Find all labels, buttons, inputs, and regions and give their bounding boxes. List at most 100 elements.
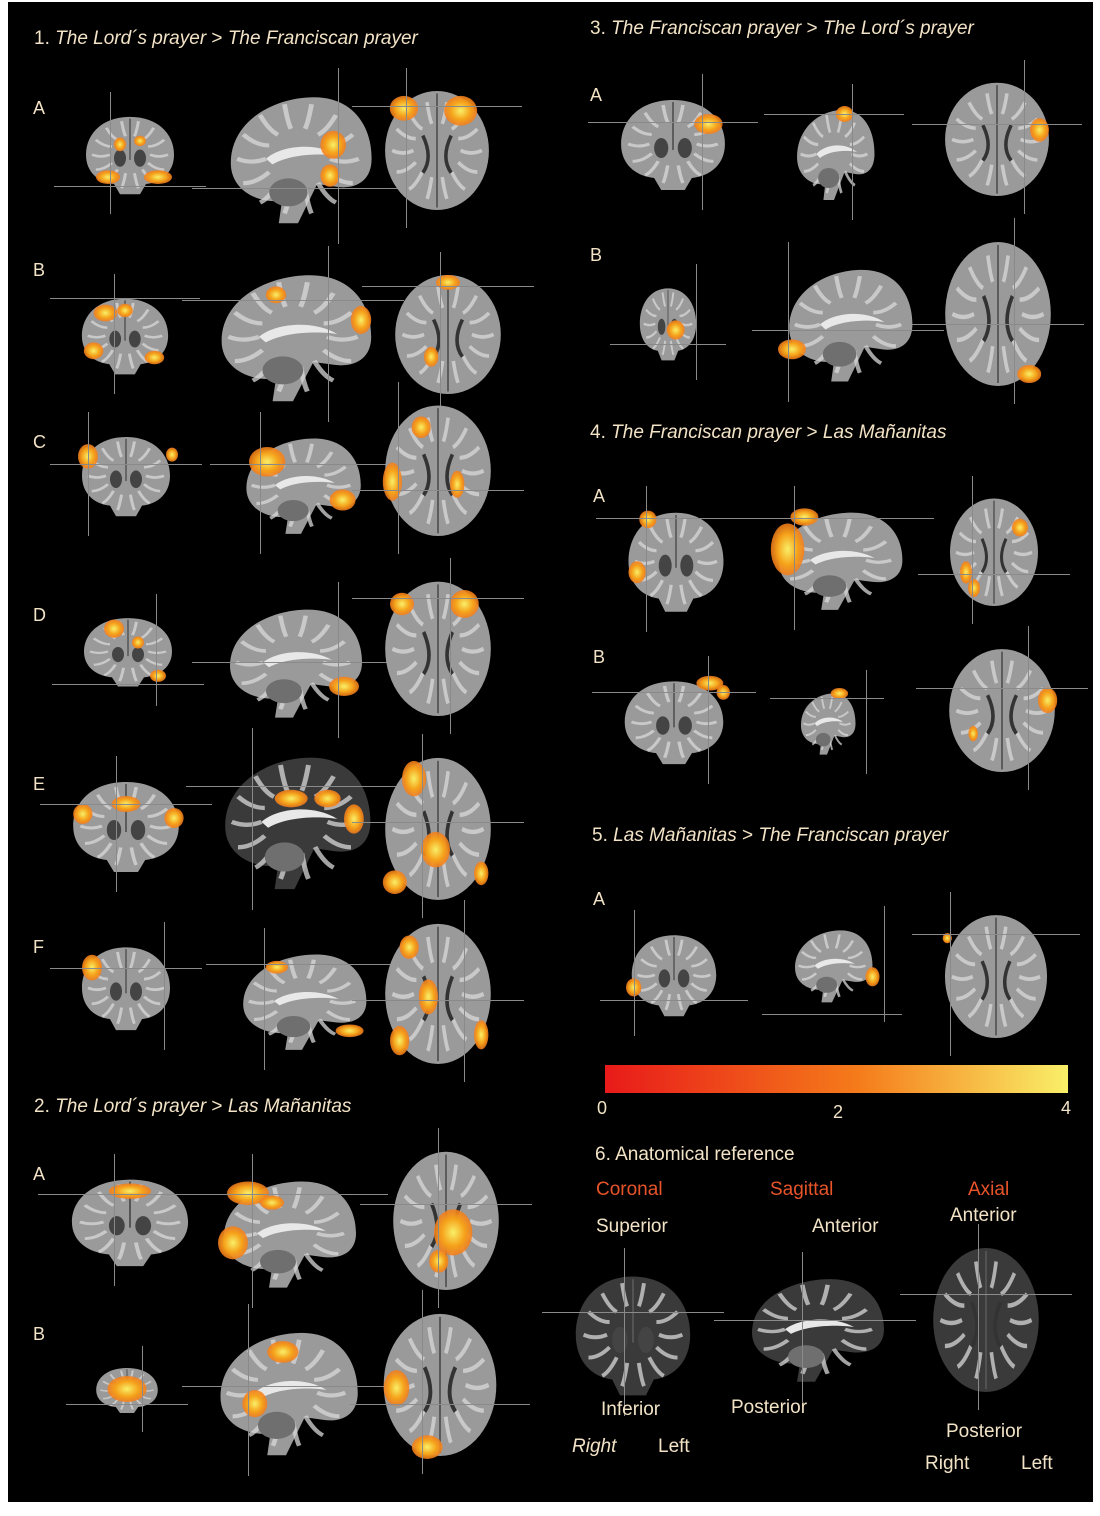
superior-label: Superior (596, 1216, 668, 1237)
s1c-sagittal-crosshair-v (260, 412, 261, 554)
s3b-sagittal (778, 260, 918, 384)
s1b-sagittal-crosshair-h (182, 300, 404, 301)
s2a-coronal-crosshair-v (114, 1154, 115, 1286)
s1c-coronal-crosshair-h (50, 464, 202, 465)
s2b-axial-crosshair-h (350, 1404, 530, 1405)
inferior-label: Inferior (601, 1399, 661, 1420)
s1a-sagittal-crosshair-v (338, 68, 339, 244)
s4b-coronal-crosshair-v (708, 656, 709, 784)
s1d-sagittal-crosshair-v (338, 582, 339, 738)
s4a-axial-crosshair-v (972, 476, 973, 624)
s3b-sagittal-crosshair-h (752, 330, 944, 331)
s1b-sagittal-crosshair-v (328, 246, 329, 422)
s4a-coronal (622, 504, 730, 614)
s5a-coronal-crosshair-v (634, 910, 635, 1036)
ref-coronal-crosshair-h (542, 1312, 724, 1313)
s5a-axial-crosshair-h (912, 934, 1080, 935)
ref-sagittal-crosshair-h (714, 1320, 916, 1321)
ref-axial-crosshair-v (978, 1224, 979, 1410)
s4b-sagittal (796, 688, 858, 756)
s5a-sagittal-crosshair-v (884, 906, 885, 1022)
s1b-axial-crosshair-h (362, 286, 534, 287)
s1e-coronal (66, 774, 186, 874)
s5-row-a-label: A (593, 889, 606, 909)
figure-canvas: 1. The Lord´s prayer > The Franciscan pr… (8, 2, 1093, 1502)
s1b-axial (388, 270, 508, 394)
s2a-sagittal-crosshair-v (252, 1154, 253, 1308)
s5a-sagittal (788, 924, 880, 1004)
reference-title: 6. Anatomical reference (595, 1144, 795, 1165)
s3b-axial (938, 236, 1058, 386)
s1b-axial-crosshair-v (440, 252, 441, 412)
s3-row-b-label: B (590, 245, 603, 265)
s1f-sagittal (232, 946, 372, 1052)
s1b-coronal-crosshair-h (50, 298, 200, 299)
s4b-sagittal-crosshair-v (866, 670, 867, 774)
s1-row-c-label: C (33, 432, 46, 452)
s2a-axial (386, 1146, 506, 1290)
s4a-sagittal-crosshair-v (794, 486, 795, 630)
s4a-axial (944, 494, 1044, 606)
s4b-axial-crosshair-h (916, 688, 1088, 689)
s5a-axial-crosshair-v (950, 892, 951, 1056)
colorbar-min-label: 0 (597, 1098, 608, 1118)
s3a-coronal (614, 92, 732, 192)
s4b-axial-crosshair-v (1028, 626, 1029, 790)
section-3-heading: 3. The Franciscan prayer > The Lord´s pr… (590, 18, 974, 39)
s1a-axial-crosshair-h (352, 106, 522, 107)
s2b-sagittal (208, 1322, 364, 1458)
s1e-axial-crosshair-h (352, 822, 524, 823)
s4b-axial (942, 644, 1062, 772)
s1a-coronal (80, 110, 180, 196)
s1f-coronal (76, 940, 176, 1032)
s5a-coronal-crosshair-h (600, 1000, 748, 1001)
s1d-axial-crosshair-h (352, 598, 524, 599)
colorbar (605, 1065, 1068, 1093)
s1e-coronal-crosshair-h (40, 804, 212, 805)
s1f-sagittal-crosshair-v (264, 928, 265, 1070)
colorbar-mid-label: 2 (833, 1102, 844, 1122)
s1b-coronal (76, 292, 174, 376)
section-2-heading: 2. The Lord´s prayer > Las Mañanitas (34, 1096, 352, 1117)
s2b-axial-crosshair-v (422, 1290, 423, 1474)
axial-posterior-label: Posterior (946, 1421, 1023, 1442)
s1d-coronal-crosshair-v (156, 594, 157, 706)
s1a-axial-crosshair-v (406, 68, 407, 228)
s1c-sagittal-crosshair-h (210, 464, 392, 465)
s1a-axial (378, 86, 496, 210)
s1e-sagittal-crosshair-v (252, 728, 253, 910)
s2a-sagittal (212, 1172, 362, 1290)
s4-row-a-label: A (593, 486, 606, 506)
s2a-coronal (64, 1172, 196, 1268)
s2b-coronal-crosshair-v (142, 1346, 143, 1432)
s4a-coronal-crosshair-v (646, 486, 647, 632)
section-5-heading: 5. Las Mañanitas > The Franciscan prayer (592, 825, 949, 846)
s1c-sagittal (236, 430, 366, 536)
s1c-axial (378, 400, 498, 536)
s1f-coronal-crosshair-v (164, 922, 165, 1050)
axial-left-label: Left (1021, 1453, 1053, 1474)
s1b-sagittal (208, 264, 378, 404)
s1f-sagittal-crosshair-h (206, 964, 398, 965)
s5a-sagittal-crosshair-h (762, 1014, 902, 1015)
section-4-heading: 4. The Franciscan prayer > Las Mañanitas (590, 422, 947, 443)
s2a-axial-crosshair-h (360, 1204, 532, 1205)
s1-row-b-label: B (33, 260, 46, 280)
s2-row-a-label: A (33, 1164, 46, 1184)
ref-axial-crosshair-h (900, 1294, 1072, 1295)
coronal-right-label: Right (572, 1436, 617, 1457)
s3-row-a-label: A (590, 85, 603, 105)
s4a-sagittal (768, 504, 908, 612)
axial-label: Axial (968, 1179, 1010, 1200)
s1c-coronal (76, 430, 178, 518)
s1e-sagittal (212, 746, 377, 892)
s4b-coronal (618, 674, 730, 766)
s1a-coronal-crosshair-h (54, 186, 206, 187)
s3a-sagittal (790, 102, 878, 202)
s1c-coronal-crosshair-v (88, 412, 89, 536)
s3a-axial-crosshair-v (1024, 60, 1025, 214)
s2a-coronal-crosshair-h (38, 1194, 222, 1195)
s1e-sagittal-crosshair-h (186, 786, 403, 787)
s1c-axial-crosshair-v (398, 382, 399, 554)
s1f-axial-crosshair-v (464, 900, 465, 1082)
